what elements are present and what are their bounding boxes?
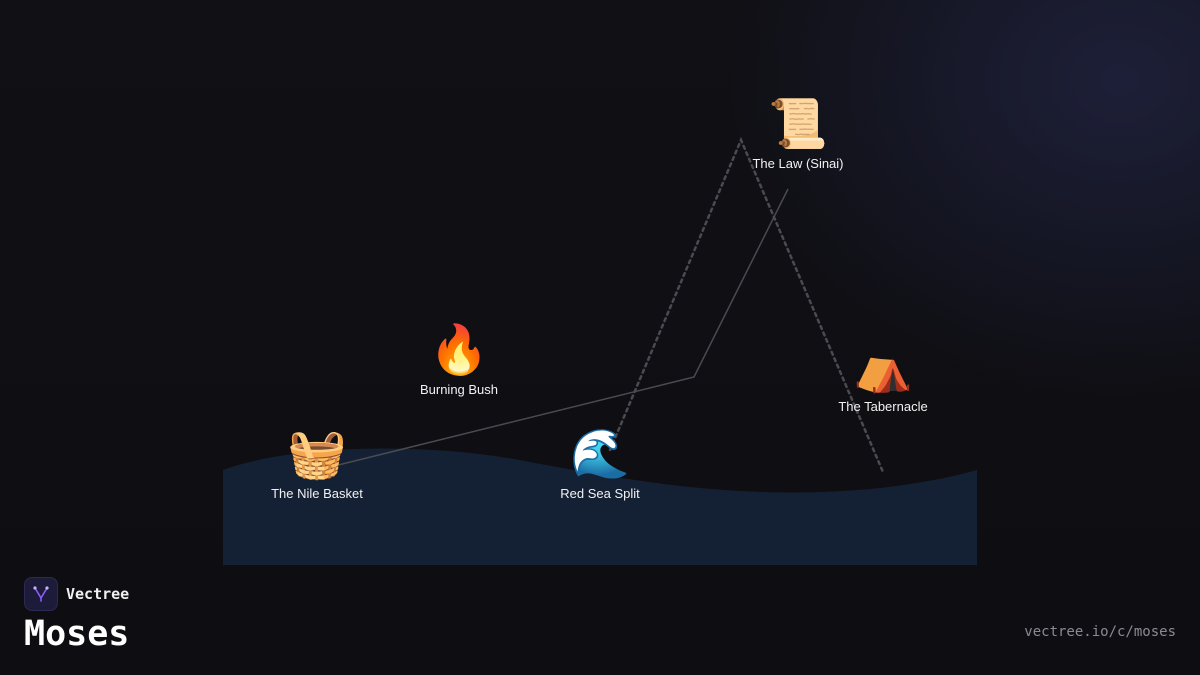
brand-name: Vectree bbox=[66, 585, 130, 603]
fire-icon: 🔥 bbox=[429, 324, 489, 377]
vectree-logo-icon bbox=[24, 577, 58, 611]
journey-path bbox=[317, 188, 789, 471]
milestone-law-sinai[interactable]: 📜 The Law (Sinai) bbox=[718, 96, 878, 171]
milestone-label: The Tabernacle bbox=[838, 399, 928, 414]
milestone-label: The Nile Basket bbox=[271, 486, 363, 501]
milestone-label: Burning Bush bbox=[419, 382, 499, 397]
milestone-tabernacle[interactable]: ⛺ The Tabernacle bbox=[803, 339, 963, 414]
basket-icon: 🧺 bbox=[287, 428, 347, 481]
scroll-icon: 📜 bbox=[768, 98, 828, 151]
milestone-red-sea-split[interactable]: 🌊 Red Sea Split bbox=[520, 426, 680, 501]
ground-wave bbox=[223, 448, 977, 565]
mountain-outline bbox=[608, 136, 885, 474]
milestone-label: The Law (Sinai) bbox=[752, 156, 844, 171]
wave-icon: 🌊 bbox=[570, 428, 630, 481]
milestone-burning-bush[interactable]: 🔥 Burning Bush bbox=[379, 322, 539, 397]
page-title: Moses bbox=[24, 614, 130, 654]
tent-icon: ⛺ bbox=[853, 341, 913, 394]
brand[interactable]: Vectree bbox=[24, 577, 129, 611]
milestone-label: Red Sea Split bbox=[560, 486, 640, 501]
page-url[interactable]: vectree.io/c/moses bbox=[1024, 624, 1176, 640]
milestone-nile-basket[interactable]: 🧺 The Nile Basket bbox=[237, 426, 397, 501]
